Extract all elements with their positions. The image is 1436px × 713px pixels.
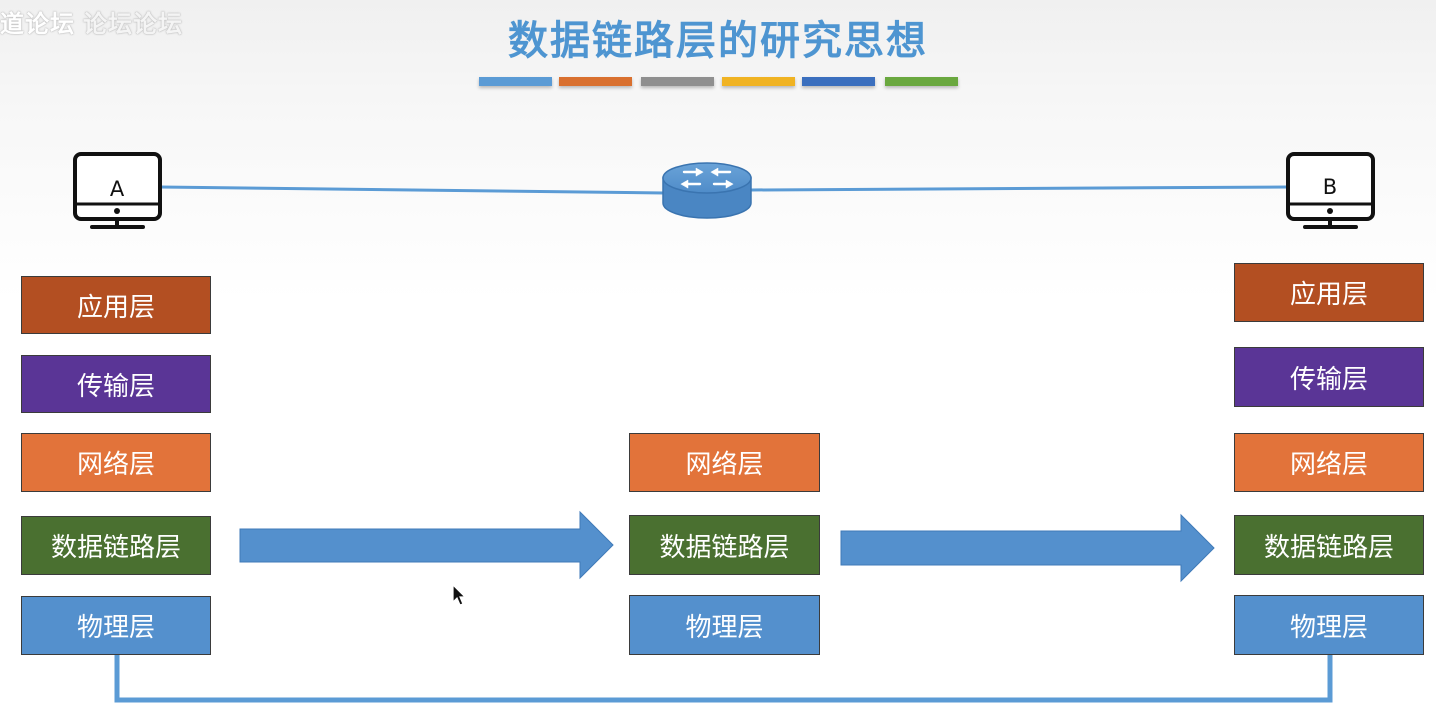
- flow-arrow-a-to-router: [239, 510, 614, 580]
- router-physical-layer: 物理层: [629, 595, 820, 655]
- host-a-monitor-icon: A: [73, 152, 162, 229]
- flow-arrow-router-to-b: [840, 513, 1215, 583]
- host-a-datalink-layer: 数据链路层: [21, 516, 211, 575]
- underline-segment-3: [641, 77, 714, 86]
- host-b-label: B: [1323, 175, 1337, 199]
- underline-segment-6: [885, 77, 958, 86]
- slide-title: 数据链路层的研究思想: [508, 18, 928, 64]
- underline-segment-4: [722, 77, 795, 86]
- underline-segment-1: [479, 77, 552, 86]
- underline-segment-2: [559, 77, 632, 86]
- watermark: 道论坛论坛论坛: [0, 4, 183, 39]
- host-b-monitor-icon: B: [1286, 152, 1375, 229]
- host-b-network-layer: 网络层: [1234, 433, 1424, 492]
- host-a-label: A: [110, 177, 125, 201]
- host-b-physical-layer: 物理层: [1234, 595, 1424, 655]
- host-b-datalink-layer: 数据链路层: [1234, 515, 1424, 575]
- underline-segment-5: [802, 77, 875, 86]
- watermark-right-text: 论坛论坛: [83, 10, 183, 38]
- host-b-application-layer: 应用层: [1234, 263, 1424, 322]
- link-router-b: [750, 185, 1289, 192]
- watermark-left-text: 道论坛: [0, 10, 75, 38]
- host-a-physical-layer: 物理层: [21, 596, 211, 655]
- host-a-transport-layer: 传输层: [21, 355, 211, 413]
- mouse-cursor-icon: [452, 584, 467, 606]
- host-a-network-layer: 网络层: [21, 433, 211, 492]
- host-a-application-layer: 应用层: [21, 276, 211, 334]
- router-datalink-layer: 数据链路层: [629, 515, 820, 575]
- host-b-transport-layer: 传输层: [1234, 347, 1424, 407]
- physical-link: [114, 655, 1333, 703]
- router-network-layer: 网络层: [629, 433, 820, 492]
- link-a-router: [159, 185, 665, 195]
- router-icon: [662, 162, 752, 219]
